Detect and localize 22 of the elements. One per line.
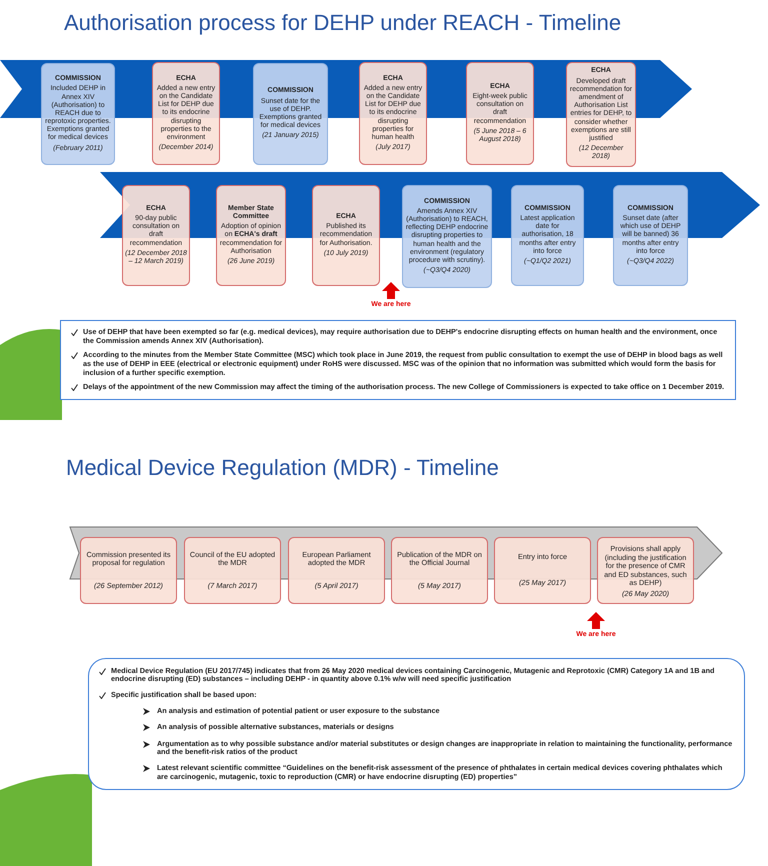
timeline-card [466, 62, 534, 165]
timeline-card [597, 537, 694, 604]
timeline-card [288, 537, 385, 604]
timeline-card [359, 62, 427, 165]
timeline-card [253, 63, 328, 165]
timeline-card [613, 185, 688, 286]
timeline-card [152, 62, 220, 165]
timeline-card [511, 185, 584, 286]
timeline-card [391, 537, 488, 604]
timeline-card [216, 185, 286, 286]
timeline-card [80, 537, 177, 604]
section-title: Medical Device Regulation (MDR) - Timeline [66, 455, 499, 481]
title: Authorisation process for DEHP under REACH - Timeline [64, 10, 622, 36]
timeline-card [312, 185, 380, 286]
timeline-card [184, 537, 281, 604]
timeline-card [41, 63, 115, 165]
timeline-card [566, 62, 636, 167]
timeline-card [402, 185, 492, 288]
note-box [60, 320, 736, 400]
timeline-card [494, 537, 591, 604]
note-box [88, 658, 745, 790]
timeline-card [122, 185, 190, 286]
